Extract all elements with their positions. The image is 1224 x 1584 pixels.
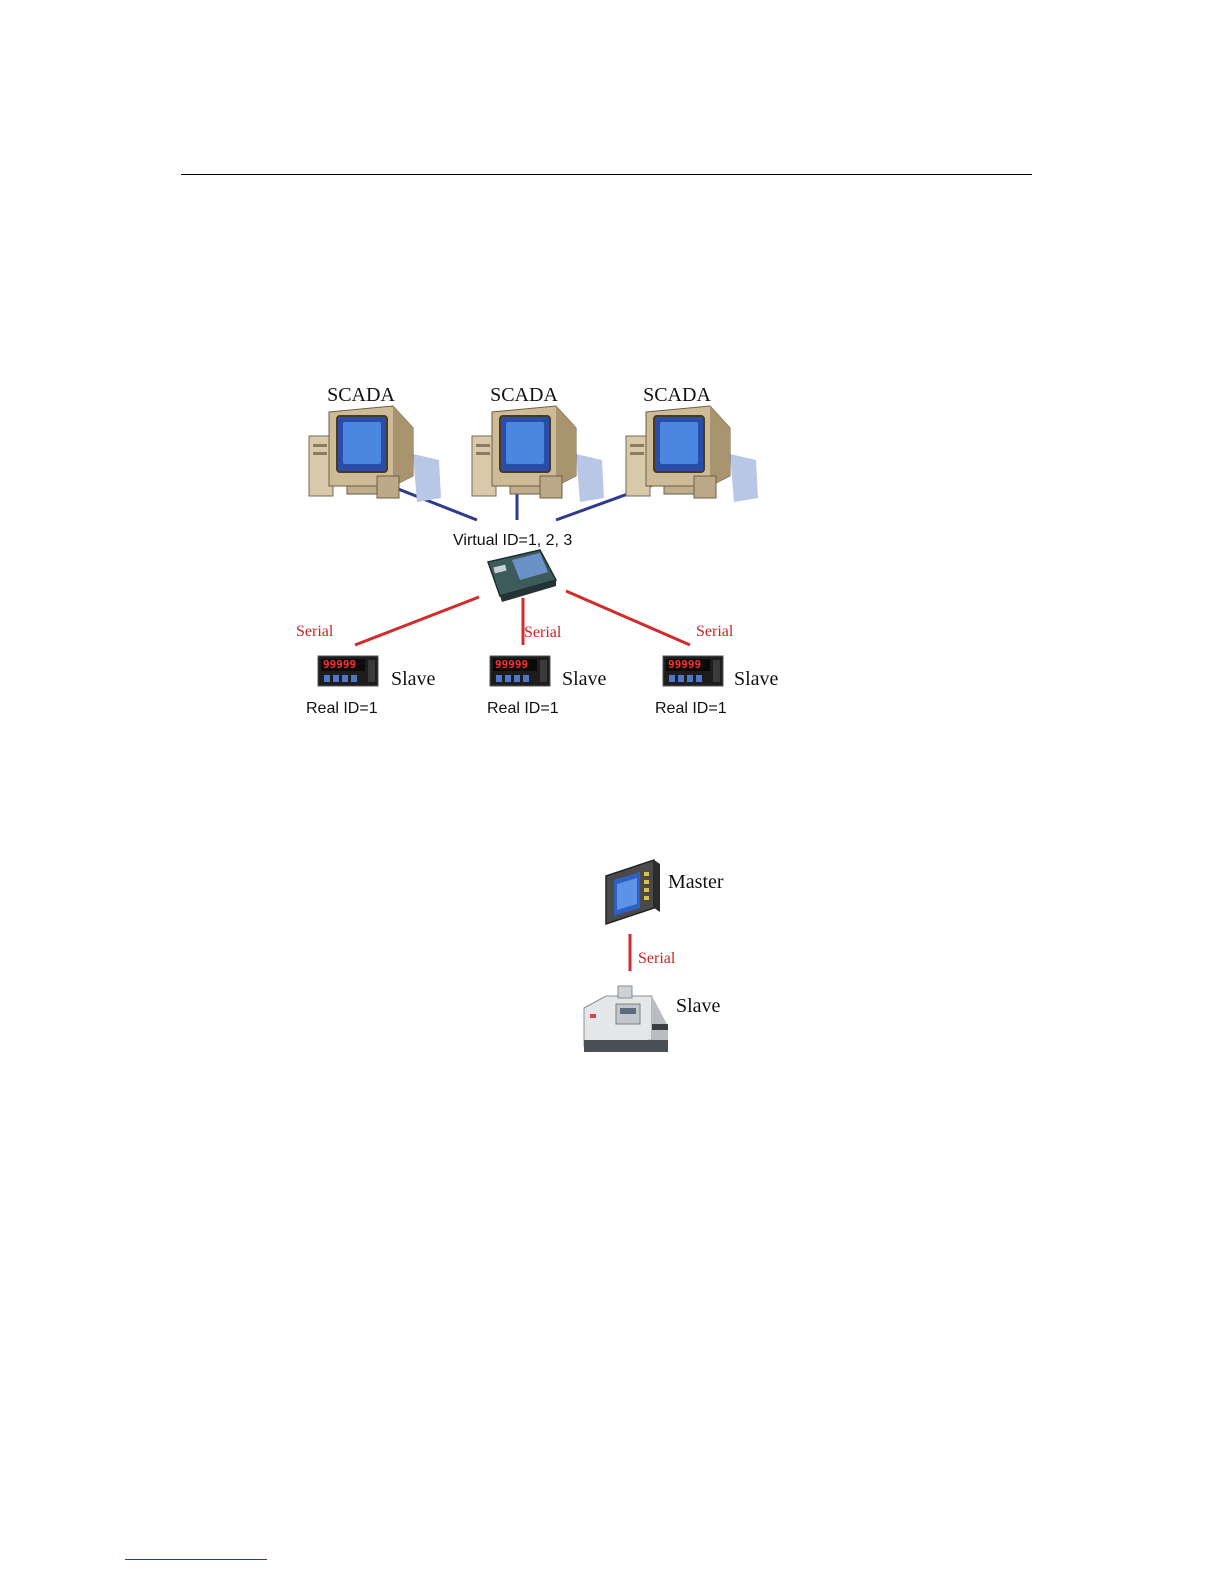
scada-computer-icon-3 [626, 406, 758, 502]
serial-label-2: Serial [524, 624, 562, 641]
scada-label-3: SCADA [643, 384, 711, 406]
slave-label-machine: Slave [676, 995, 721, 1017]
virtual-id-label: Virtual ID=1, 2, 3 [453, 532, 572, 549]
slave-label-1: Slave [391, 668, 436, 690]
serial-line-1 [355, 597, 479, 645]
scada-computer-icon-2 [472, 406, 604, 502]
figure-virtual-id: SCADA SCADA SCADA Virtual ID=1, 2, 3 Ser… [296, 384, 779, 717]
slave-machine-icon [584, 986, 668, 1052]
gateway-device-icon [488, 550, 556, 602]
slave-meter-icon-2: 99999 [490, 656, 550, 686]
slave-meter-icon-3: 99999 [663, 656, 723, 686]
scada-label-1: SCADA [327, 384, 395, 406]
footnote-rule [125, 1559, 267, 1560]
meter-display-3: 99999 [668, 658, 701, 671]
master-label: Master [668, 871, 724, 893]
scada-computer-icon-1 [309, 406, 441, 502]
master-hmi-icon [606, 860, 660, 924]
serial-label-master: Serial [638, 950, 676, 967]
real-id-label-3: Real ID=1 [655, 700, 727, 717]
serial-line-3 [566, 591, 690, 645]
serial-label-3: Serial [696, 623, 734, 640]
serial-label-1: Serial [296, 623, 334, 640]
meter-display-2: 99999 [495, 658, 528, 671]
real-id-label-1: Real ID=1 [306, 700, 378, 717]
figure-master-slave: Master Serial Slave [584, 860, 724, 1052]
meter-display-1: 99999 [323, 658, 356, 671]
scada-label-2: SCADA [490, 384, 558, 406]
real-id-label-2: Real ID=1 [487, 700, 559, 717]
slave-label-3: Slave [734, 668, 779, 690]
slave-meter-icon-1: 99999 [318, 656, 378, 686]
slave-label-2: Slave [562, 668, 607, 690]
